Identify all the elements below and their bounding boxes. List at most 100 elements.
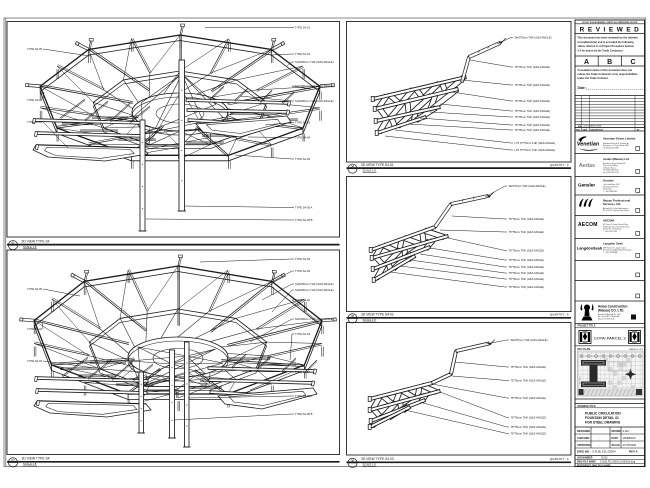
svg-text:75*75mm THK (G&S ANGLE): 75*75mm THK (G&S ANGLE) [511, 432, 547, 436]
svg-text:8/F Tower 2, Grand Central Pla: 8/F Tower 2, Grand Central Plaza, [603, 223, 629, 226]
svg-text:75*75mm THK (G&S ANGLE): 75*75mm THK (G&S ANGLE) [511, 396, 547, 400]
svg-text:Aedas (Macau) Ltd.: Aedas (Macau) Ltd. [603, 157, 630, 161]
svg-text:Fax: (853) 2833 1311: Fax: (853) 2833 1311 [603, 172, 619, 174]
svg-text:Tel: (853) 8118 2888: Tel: (853) 8118 2888 [603, 148, 618, 150]
svg-text:2010.05.14: 2010.05.14 [583, 126, 592, 128]
svg-text:This document has been reviewe: This document has been reviewed by the r… [578, 36, 638, 40]
svg-text:REV: REV [576, 129, 580, 131]
svg-text:Alameda Dr. Carlos d Assumpcao: Alameda Dr. Carlos d Assumpcao, [603, 207, 629, 210]
svg-text:Aedas: Aedas [579, 163, 595, 169]
svg-text:TYPE S4-02: TYPE S4-02 [27, 327, 42, 331]
svg-text:Consultant(s)(s) and is accord: Consultant(s)(s) and is accorded the fol… [578, 40, 634, 44]
svg-text:TYPE S4-03: TYPE S4-03 [27, 120, 42, 124]
svg-text:3D VIEW TYPE S4': 3D VIEW TYPE S4' [22, 457, 51, 461]
svg-text:3D VIEW TYPE S4: 3D VIEW TYPE S4 [22, 240, 50, 244]
svg-text:75*75mm THK (G&S ANGLE): 75*75mm THK (G&S ANGLE) [515, 99, 551, 103]
svg-text:75*75mm THK (G&S ANGLE): 75*75mm THK (G&S ANGLE) [515, 109, 551, 113]
svg-text:Esperanca, s/n Taipa, Macau SA: Esperanca, s/n Taipa, Macau SAR [603, 144, 629, 147]
svg-text:LangdonSeah: LangdonSeah [577, 247, 603, 251]
svg-text:TYPE S4-04: TYPE S4-04 [295, 136, 310, 140]
svg-text:S.WU: S.WU [623, 430, 630, 433]
svg-text:75*75mm THK (G&S ANGLE): 75*75mm THK (G&S ANGLE) [511, 365, 547, 369]
svg-text:TYPE S4-02: TYPE S4-02 [295, 298, 310, 302]
svg-text:138 Shatin Rural Committee Roa: 138 Shatin Rural Committee Road, [603, 225, 630, 228]
svg-text:28/F Tower One, Lippo Centre,: 28/F Tower One, Lippo Centre, [603, 246, 627, 249]
svg-text:PUBLIC CIRCULATION: PUBLIC CIRCULATION [585, 412, 621, 416]
svg-text:75*75mm THK (G&S ANGLE): 75*75mm THK (G&S ANGLE) [509, 265, 545, 269]
svg-text:SCALE 1:8: SCALE 1:8 [363, 463, 377, 467]
svg-text:DESIGNED: DESIGNED [577, 430, 590, 433]
svg-text:T + 852 2868 8260: T + 852 2868 8260 [603, 191, 617, 193]
svg-text:Langdon Seah: Langdon Seah [603, 242, 623, 246]
svg-text:T: + 852 2830 8888: T: + 852 2830 8888 [603, 252, 618, 254]
svg-text:75*75mm THK (G&S ANGLE): 75*75mm THK (G&S ANGLE) [509, 277, 545, 281]
svg-text:75*75mm THK (G&S ANGLE): 75*75mm THK (G&S ANGLE) [515, 65, 551, 69]
svg-text:AECOM: AECOM [603, 219, 614, 223]
svg-text:TYPE S4-03: TYPE S4-03 [295, 332, 310, 336]
svg-text:DWG FILE NAME :: DWG FILE NAME : [577, 461, 597, 464]
svg-text:SCALE 1:8: SCALE 1:8 [363, 168, 377, 172]
svg-text:L75 75*75mm THK (G&S ANGLE): L75 75*75mm THK (G&S ANGLE) [515, 148, 556, 152]
svg-text:Gensler: Gensler [578, 183, 595, 188]
svg-text:75*75mm THK (G&S ANGLE): 75*75mm THK (G&S ANGLE) [515, 128, 551, 132]
svg-text:One Island East, 26/F: One Island East, 26/F [603, 183, 619, 186]
svg-text:QUANTITY : 4: QUANTITY : 4 [550, 313, 569, 317]
svg-text:SHS150mm THK (G&S ANGLE): SHS150mm THK (G&S ANGLE) [295, 60, 334, 64]
svg-text:Venetian: Venetian [577, 142, 600, 148]
svg-text:TYPE S4-03: TYPE S4-03 [27, 359, 42, 363]
svg-text:Tel: (853) 2833 1022: Tel: (853) 2833 1022 [603, 170, 619, 172]
svg-text:3D VIEW TYPE S4-03: 3D VIEW TYPE S4-03 [361, 457, 394, 461]
svg-text:TYPE S4-05 B: TYPE S4-05 B [295, 218, 313, 222]
svg-text:A: A [584, 59, 589, 66]
svg-text:PARCEL 1 OF 3: PARCEL 1 OF 3 [629, 348, 643, 351]
svg-text:3-SUB_FD_05004_20100514.dwg: 3-SUB_FD_05004_20100514.dwg [600, 462, 636, 464]
svg-text:Consultant review of this docu: Consultant review of this document does … [578, 68, 633, 72]
svg-text:Edf. Great Will, 12 Andar A-K,: Edf. Great Will, 12 Andar A-K, [598, 315, 621, 318]
svg-text:06: 06 [351, 459, 355, 463]
svg-text:75*75mm THK (G&S ANGLE): 75*75mm THK (G&S ANGLE) [511, 425, 547, 429]
svg-text:SCALE 1:8: SCALE 1:8 [23, 245, 37, 249]
svg-text:TYPE S4-05: TYPE S4-05 [295, 269, 310, 273]
svg-text:05: 05 [351, 314, 355, 318]
svg-text:Avenida da Amizade No. 1287,: Avenida da Amizade No. 1287, [598, 313, 622, 316]
svg-text:No. 411-417 Dynasty Plaza, Mac: No. 411-417 Dynasty Plaza, Macau [603, 209, 629, 212]
svg-text:75*75mm THK (G&S ANGLE): 75*75mm THK (G&S ANGLE) [509, 271, 545, 275]
svg-text:P A R C E L: P A R C E L [578, 376, 581, 384]
svg-text:DATE: DATE [612, 437, 619, 440]
svg-text:TYPE S4-05 A: TYPE S4-05 A [295, 206, 313, 210]
svg-text:04: 04 [351, 165, 355, 169]
svg-text:COTAI PARCEL 3: COTAI PARCEL 3 [594, 336, 627, 341]
svg-text:BY: BY [637, 129, 640, 131]
svg-text:18 Westlands Road: 18 Westlands Road [603, 185, 618, 188]
svg-text:QUANTITY : 4: QUANTITY : 4 [550, 163, 569, 167]
svg-text:75*75mm THK (G&S ANGLE): 75*75mm THK (G&S ANGLE) [509, 230, 545, 234]
svg-text:Avenida da Praia Grande 409: Avenida da Praia Grande 409 [603, 162, 625, 165]
svg-text:under the Trade Contract.: under the Trade Contract. [578, 76, 609, 80]
svg-text:Macau Tel: 2870 3535: Macau Tel: 2870 3535 [598, 318, 615, 320]
svg-text:status referred to in Project: status referred to in Project Procedure … [578, 44, 635, 48]
svg-text:14FEB2010: 14FEB2010 [623, 437, 637, 440]
svg-text:FOR STEEL DRAWING: FOR STEEL DRAWING [585, 421, 621, 425]
svg-text:SHS75mm THK (G&S ANGLE): SHS75mm THK (G&S ANGLE) [509, 184, 546, 188]
svg-text:3-SUB_FD_05004: 3-SUB_FD_05004 [592, 450, 616, 454]
svg-text:TYPE S4-05: TYPE S4-05 [27, 287, 42, 291]
svg-text:Macau Professional: Macau Professional [603, 199, 630, 203]
svg-text:SHS150mm THK (G&S ANGLE): SHS150mm THK (G&S ANGLE) [295, 282, 334, 286]
svg-text:SCALE 1:8: SCALE 1:8 [23, 462, 37, 466]
svg-text:REV A: REV A [629, 450, 639, 454]
svg-text:TYPE S4-05: TYPE S4-05 [27, 47, 42, 51]
svg-text:L75 75*75mm THK (G&S ANGLE): L75 75*75mm THK (G&S ANGLE) [515, 141, 556, 145]
svg-text:C: C [630, 59, 635, 66]
svg-text:TYPE S4-05 B: TYPE S4-05 B [295, 412, 313, 416]
svg-text:relieve the Trade Contractor o: relieve the Trade Contractor of its resp… [578, 72, 639, 76]
svg-text:3D VIEW TYPE S4-01: 3D VIEW TYPE S4-01 [361, 163, 394, 167]
svg-text:5.4 for action by the Trade Co: 5.4 for action by the Trade Contractor. [578, 48, 624, 52]
svg-text:Gensler: Gensler [603, 179, 615, 183]
svg-text:PROJECT TITLE: PROJECT TITLE [578, 326, 596, 328]
svg-text:TYPE S4-01: TYPE S4-01 [295, 26, 310, 30]
svg-text:Hsiao Construction: Hsiao Construction [598, 305, 627, 309]
svg-text:AECOM: AECOM [578, 222, 598, 228]
svg-text:-: - [599, 444, 600, 447]
svg-text:75*75mm THK (G&S ANGLE): 75*75mm THK (G&S ANGLE) [509, 285, 545, 289]
svg-text:DRAWING TITLE: DRAWING TITLE [578, 405, 597, 408]
